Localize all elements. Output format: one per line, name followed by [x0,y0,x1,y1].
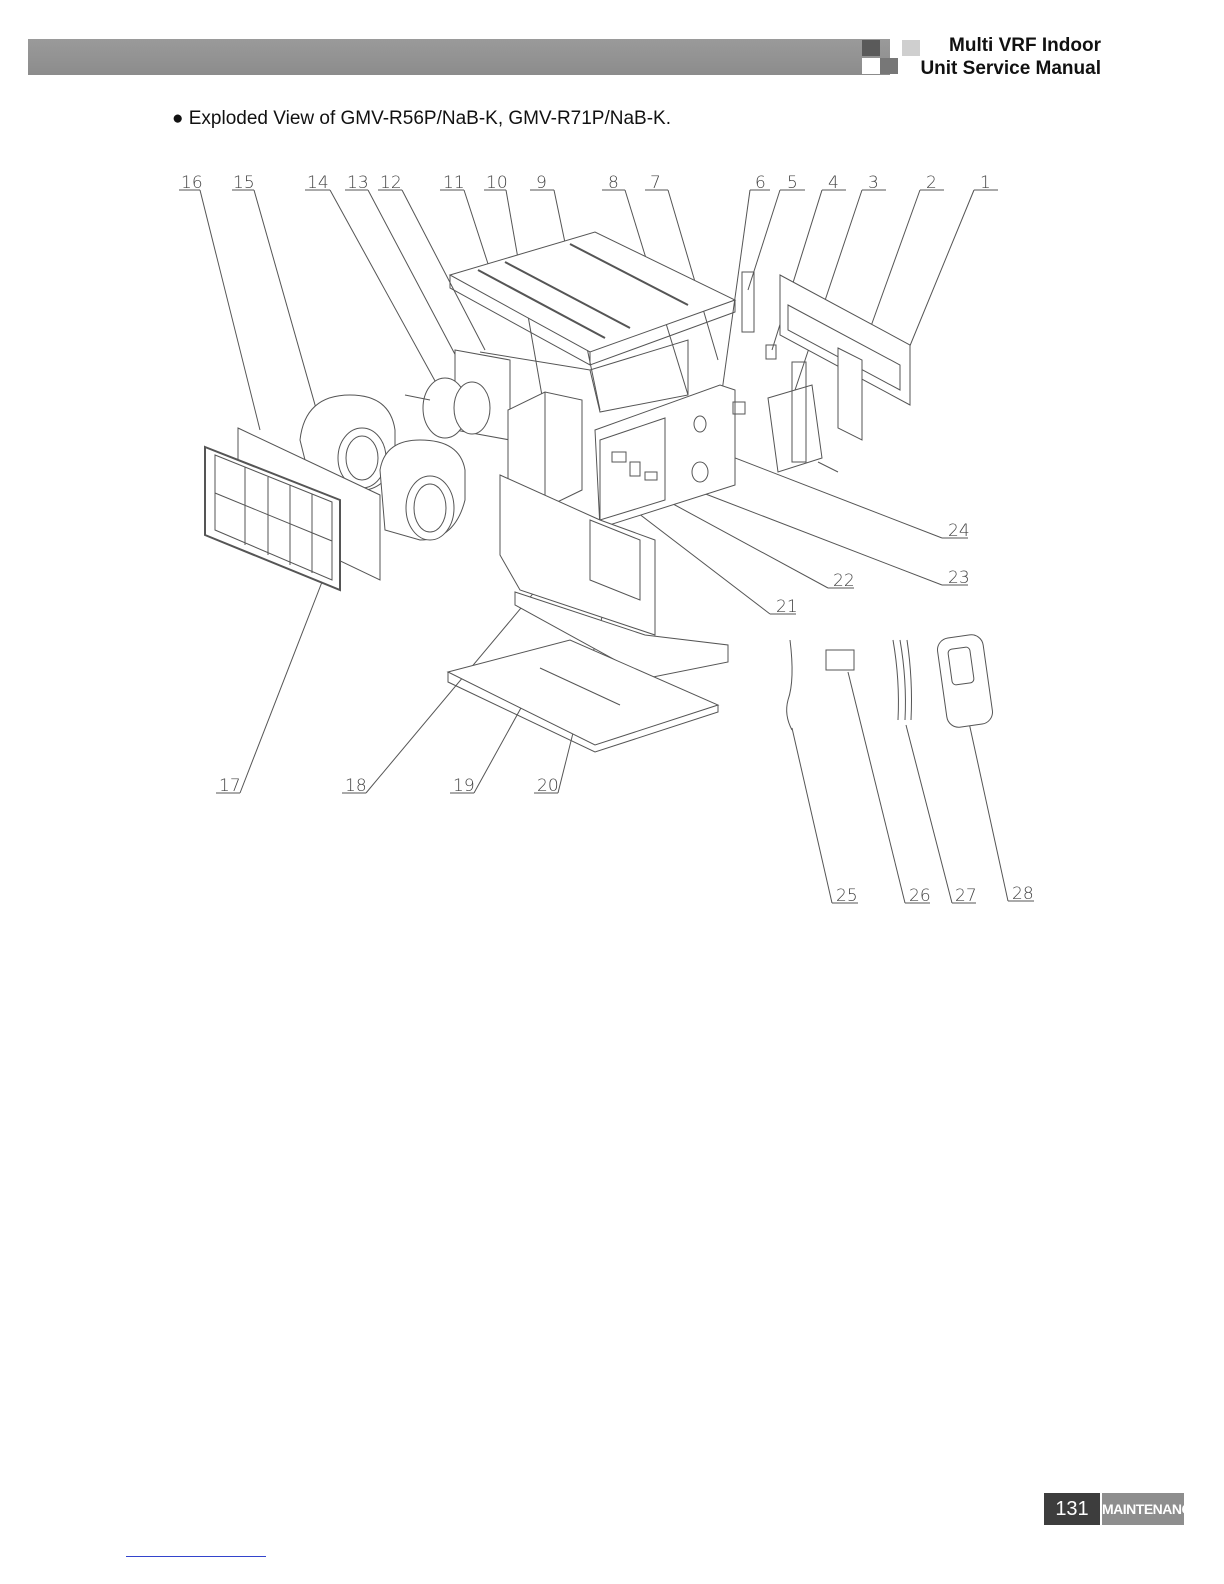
bottom-link-line [126,1556,266,1557]
section-label: MAINTENANCE [1102,1493,1184,1525]
callout-22: 22 [833,571,855,591]
callout-28: 28 [1012,884,1034,904]
page-number: 131 [1044,1493,1100,1525]
callout-5: 5 [787,173,798,193]
callout-2: 2 [926,173,937,193]
callout-7: 7 [650,173,661,193]
callout-1: 1 [980,173,991,193]
callout-16: 16 [181,173,203,193]
callout-23: 23 [948,568,970,588]
callout-14: 14 [307,173,329,193]
callout-11: 11 [443,173,465,193]
callout-21: 21 [776,597,798,617]
callout-24: 24 [948,521,970,541]
callout-27: 27 [955,886,977,906]
callout-17: 17 [219,776,241,796]
callout-8: 8 [608,173,619,193]
callout-18: 18 [345,776,367,796]
callout-9: 9 [536,173,547,193]
callout-25: 25 [836,886,858,906]
callout-15: 15 [233,173,255,193]
callout-19: 19 [453,776,475,796]
callout-12: 12 [380,173,402,193]
callout-13: 13 [347,173,369,193]
callout-3: 3 [868,173,879,193]
callout-10: 10 [486,173,508,193]
callout-20: 20 [537,776,559,796]
callout-4: 4 [828,173,839,193]
callout-26: 26 [909,886,931,906]
callout-6: 6 [755,173,766,193]
